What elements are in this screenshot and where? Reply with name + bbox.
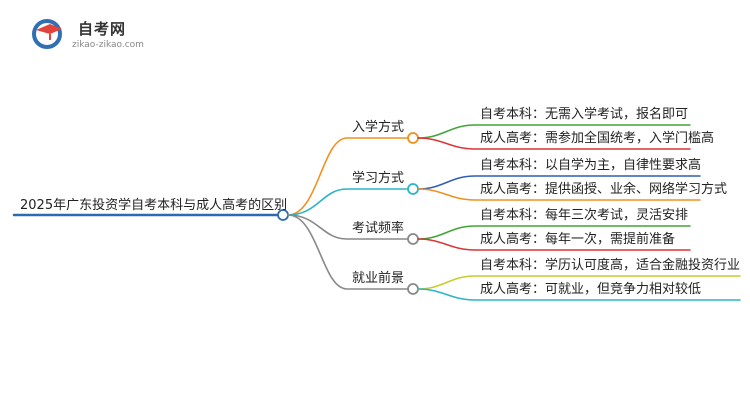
branch-topic: 就业前景 — [352, 271, 405, 286]
leaf-topic: 自考本科：无需入学考试，报名即可 — [480, 107, 689, 122]
leaf-connector — [417, 175, 701, 190]
branch-connector — [287, 214, 409, 240]
logo-url: zikao-zikao.com — [72, 40, 144, 50]
leaf-connector — [417, 288, 741, 301]
leaf-topic: 成人高考：可就业，但竞争力相对较低 — [480, 282, 702, 297]
leaf-connector — [417, 238, 691, 251]
branch-node-dot — [407, 132, 419, 144]
leaf-connector — [417, 225, 691, 240]
branch-connector — [287, 137, 409, 216]
leaf-connector — [417, 124, 691, 139]
branch-node-dot — [407, 283, 419, 295]
branch-connector — [287, 188, 409, 216]
branch-topic: 入学方式 — [352, 120, 405, 135]
leaf-connector — [417, 137, 691, 150]
branch-connector — [287, 214, 409, 290]
logo-title: 自考网 — [78, 20, 127, 38]
branch-topic: 学习方式 — [352, 171, 405, 186]
leaf-topic: 成人高考：每年一次，需提前准备 — [480, 232, 676, 247]
leaf-connector — [417, 188, 701, 201]
leaf-topic: 成人高考：需参加全国统考，入学门槛高 — [480, 131, 715, 146]
branch-node-dot — [407, 183, 419, 195]
root-topic: 2025年广东投资学自考本科与成人高考的区别 — [20, 198, 288, 213]
site-logo: 自考网 zikao-zikao.com — [30, 16, 150, 56]
branch-topic: 考试频率 — [352, 221, 405, 236]
leaf-topic: 自考本科：每年三次考试，灵活安排 — [480, 208, 689, 223]
graduation-cap-icon — [32, 19, 62, 49]
leaf-connector — [417, 275, 741, 290]
branch-node-dot — [407, 233, 419, 245]
leaf-topic: 自考本科：以自学为主，自律性要求高 — [480, 158, 702, 173]
leaf-topic: 自考本科：学历认可度高，适合金融投资行业 — [480, 258, 741, 273]
leaf-topic: 成人高考：提供函授、业余、网络学习方式 — [480, 182, 728, 197]
